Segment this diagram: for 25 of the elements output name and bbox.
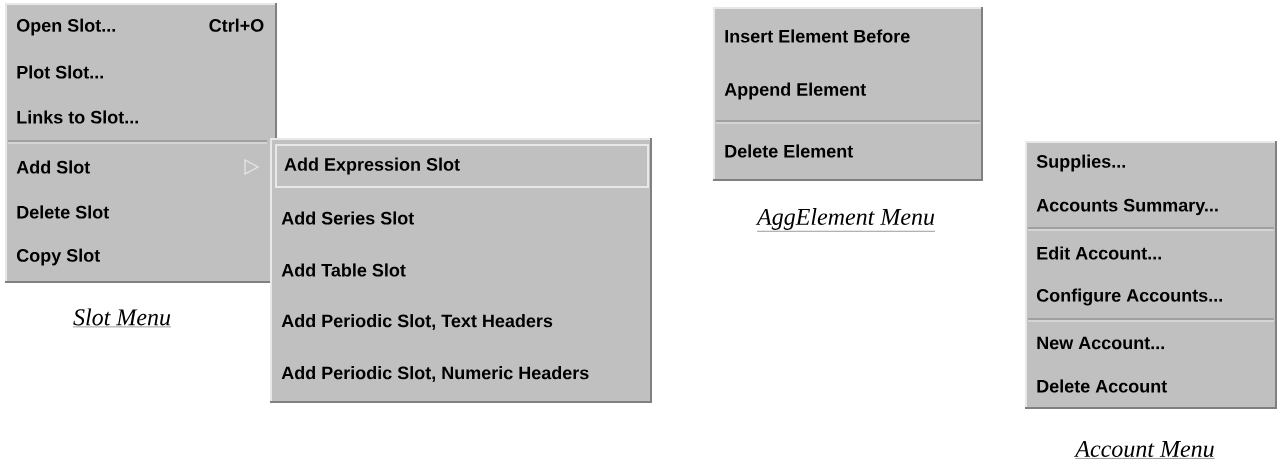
- menu-item: Edit Account...: [1037, 246, 1161, 260]
- menu-item: Append Element: [724, 82, 866, 100]
- menu-item: Add Periodic Slot, Text Headers: [281, 314, 553, 330]
- menu-item: Delete Element: [725, 144, 853, 158]
- menu-item: New Account...: [1037, 336, 1164, 350]
- menu-item-highlighted: Add Expression Slot: [275, 144, 649, 188]
- menu-item: Delete Account: [1037, 379, 1167, 393]
- menu-item: Add Series Slot: [281, 211, 414, 225]
- menu-caption: AggElement Menu: [755, 208, 936, 232]
- menu-item: Supplies...: [1036, 154, 1125, 172]
- menu-item: Configure Accounts...: [1036, 288, 1222, 306]
- menu-caption: Slot Menu: [72, 308, 172, 328]
- menu-item: Delete Slot: [17, 205, 109, 219]
- menu-item: Add Slot: [16, 160, 90, 174]
- menu-item: Accounts Summary...: [1036, 198, 1218, 216]
- menu-item: Copy Slot: [16, 248, 100, 266]
- menu-item: Links to Slot...: [17, 110, 138, 124]
- menu-caption: Account Menu: [1074, 440, 1215, 459]
- menu-item: Add Table Slot: [281, 263, 406, 277]
- menu-item: Insert Element Before: [725, 29, 910, 43]
- menu-item: Plot Slot...: [17, 65, 103, 79]
- menu-panel: [712, 6, 984, 182]
- menu-item: Open Slot... Ctrl+O: [16, 18, 264, 36]
- menu-item: Add Periodic Slot, Numeric Headers: [281, 366, 589, 382]
- menu-panel: [4, 2, 278, 284]
